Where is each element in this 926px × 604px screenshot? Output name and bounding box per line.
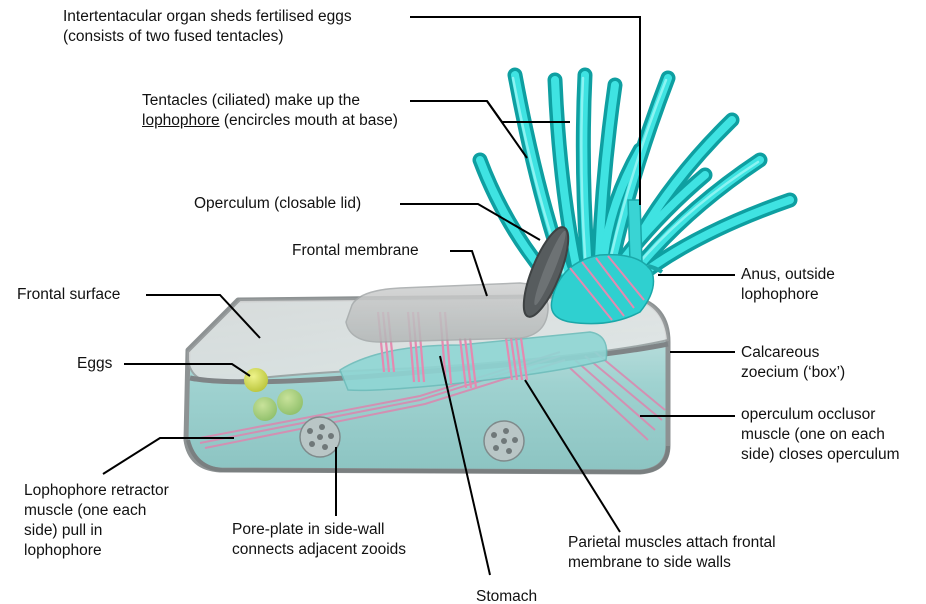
leader-intertentacular [410, 17, 640, 205]
label-operculum: Operculum (closable lid) [194, 194, 361, 214]
label-calcareous: Calcareous zoecium (‘box’) [741, 343, 845, 383]
label-frontal-membrane-line1: Frontal membrane [292, 241, 419, 261]
lophophore-term: lophophore [142, 112, 220, 129]
label-tentacles-line1: Tentacles (ciliated) make up the [142, 91, 398, 111]
leader-retractor [103, 438, 234, 474]
label-retractor-line4: lophophore [24, 541, 169, 561]
label-eggs-line1: Eggs [77, 354, 112, 374]
label-pore-plate: Pore-plate in side-wall connects adjacen… [232, 520, 406, 560]
leader-eggs [124, 364, 250, 376]
label-anus: Anus, outside lophophore [741, 265, 835, 305]
leader-stomach [440, 356, 490, 575]
label-tentacles-line2-rest: (encircles mouth at base) [220, 112, 398, 129]
label-retractor-line3: side) pull in [24, 521, 169, 541]
label-pore-plate-line2: connects adjacent zooids [232, 540, 406, 560]
label-stomach-line1: Stomach [476, 587, 537, 604]
label-operculum-line1: Operculum (closable lid) [194, 194, 361, 214]
label-frontal-surface-line1: Frontal surface [17, 285, 120, 305]
leader-frontal-membrane [450, 251, 487, 296]
leader-parietal [525, 380, 620, 532]
label-intertentacular-line1: Intertentacular organ sheds fertilised e… [63, 7, 352, 27]
label-occlusor-line2: muscle (one on each [741, 425, 900, 445]
leader-tentacles-a [410, 101, 527, 158]
label-occlusor-line1: operculum occlusor [741, 405, 900, 425]
label-occlusor-line3: side) closes operculum [741, 445, 900, 465]
label-retractor-line1: Lophophore retractor [24, 481, 169, 501]
label-tentacles: Tentacles (ciliated) make up the lophoph… [142, 91, 398, 131]
label-intertentacular: Intertentacular organ sheds fertilised e… [63, 7, 352, 47]
label-retractor: Lophophore retractor muscle (one each si… [24, 481, 169, 561]
leader-frontal-surface [146, 295, 260, 338]
label-calcareous-line1: Calcareous [741, 343, 845, 363]
leader-tentacles-b [487, 101, 570, 122]
label-frontal-membrane: Frontal membrane [292, 241, 419, 261]
label-stomach: Stomach [476, 587, 537, 604]
label-calcareous-line2: zoecium (‘box’) [741, 363, 845, 383]
label-anus-line1: Anus, outside [741, 265, 835, 285]
label-parietal-line1: Parietal muscles attach frontal [568, 533, 776, 553]
label-parietal: Parietal muscles attach frontal membrane… [568, 533, 776, 573]
leader-operculum [400, 204, 540, 240]
label-parietal-line2: membrane to side walls [568, 553, 776, 573]
label-frontal-surface: Frontal surface [17, 285, 120, 305]
label-eggs: Eggs [77, 354, 112, 374]
label-occlusor: operculum occlusor muscle (one on each s… [741, 405, 900, 465]
label-tentacles-line2: lophophore (encircles mouth at base) [142, 111, 398, 131]
label-intertentacular-line2: (consists of two fused tentacles) [63, 27, 352, 47]
label-pore-plate-line1: Pore-plate in side-wall [232, 520, 406, 540]
label-anus-line2: lophophore [741, 285, 835, 305]
label-retractor-line2: muscle (one each [24, 501, 169, 521]
